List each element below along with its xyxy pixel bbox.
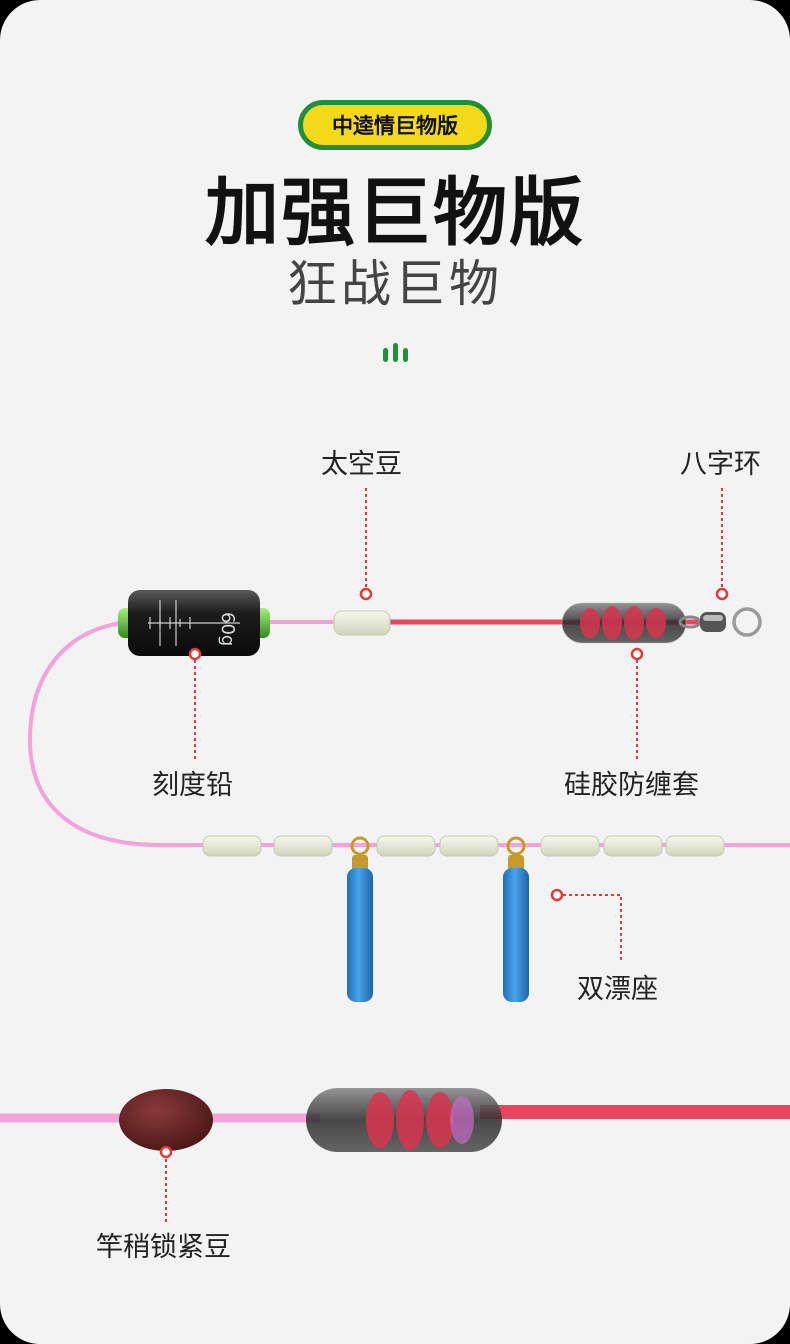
page-title: 加强巨物版 <box>205 170 585 256</box>
float-seat-right <box>503 836 529 1002</box>
version-badge: 中逵情巨物版 <box>298 100 492 150</box>
label-space-bean: 太空豆 <box>321 449 402 480</box>
leader-dots <box>159 587 729 1159</box>
main-line-pink <box>27 620 790 847</box>
leader-lines <box>165 488 723 1222</box>
silicone-sleeve <box>561 602 687 644</box>
label-double-float-seat: 双漂座 <box>577 974 658 1005</box>
label-scale-sinker: 刻度铅 <box>152 770 233 801</box>
label-swivel: 八字环 <box>680 449 761 480</box>
silicone-sleeve-large <box>306 1088 502 1152</box>
bean-row <box>202 835 725 857</box>
equalizer-icon <box>383 343 408 362</box>
page-subtitle: 狂战巨物 <box>287 255 503 313</box>
float-seat-left <box>347 836 373 1002</box>
scale-sinker: 60g <box>118 590 270 656</box>
space-bean <box>333 610 391 636</box>
rod-tip-lock-bean <box>119 1089 213 1151</box>
swivel <box>678 607 762 637</box>
label-rod-tip-lock-bean: 竿稍锁紧豆 <box>96 1232 231 1263</box>
label-silicone-sleeve: 硅胶防缠套 <box>564 770 699 801</box>
sinker-marking: 60g <box>217 612 238 646</box>
